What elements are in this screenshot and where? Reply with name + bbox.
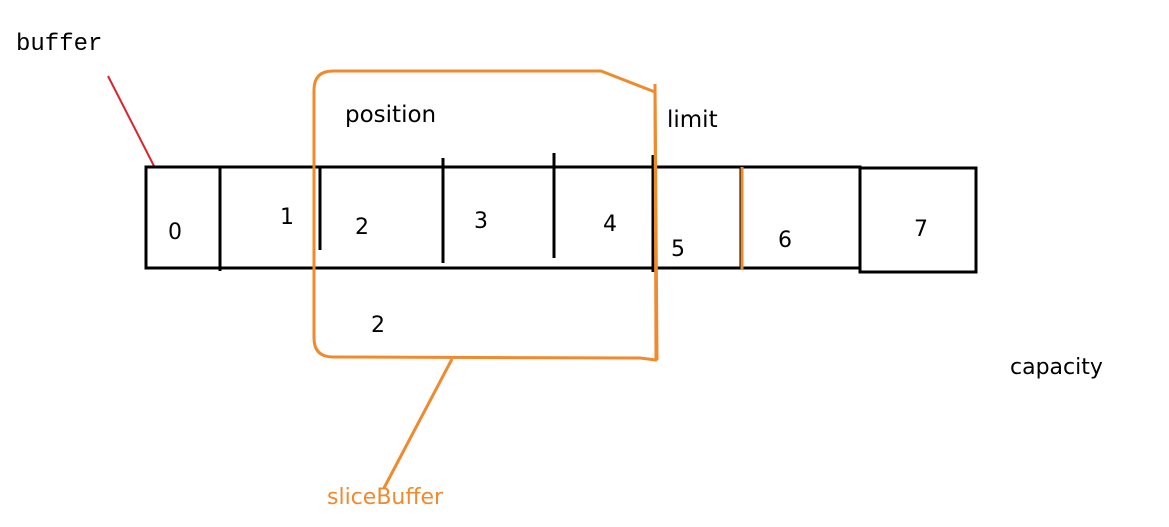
cell-label-7: 7: [914, 217, 928, 242]
buffer-array: [144, 165, 978, 274]
cell-labels: 0 1 2 3 4 5 6 7: [168, 205, 928, 262]
cell-dividers: [218, 153, 655, 272]
slice-index-label: 2: [371, 313, 385, 338]
buffer-cell-7-box: [858, 166, 978, 274]
slice-right-edge: [653, 83, 659, 361]
cell-label-5: 5: [671, 237, 685, 262]
slice-buffer-pointer-line: [382, 358, 454, 489]
capacity-label: capacity: [1010, 355, 1103, 380]
cell-label-1: 1: [280, 205, 294, 230]
limit-label: limit: [667, 107, 718, 133]
slice-buffer-label: sliceBuffer: [327, 485, 444, 510]
cell-label-2: 2: [355, 215, 369, 240]
buffer-outline-cell6: [741, 165, 862, 270]
cell-label-0: 0: [168, 220, 182, 245]
cell-label-6: 6: [778, 228, 792, 253]
buffer-outline-main: [144, 165, 655, 270]
cell-label-3: 3: [474, 209, 488, 234]
position-label: position: [345, 102, 436, 128]
slice-region: [312, 69, 744, 489]
cell-label-4: 4: [603, 212, 617, 237]
buffer-outline-tail: [653, 165, 743, 270]
buffer-pointer-line: [107, 75, 155, 167]
buffer-label: buffer: [16, 31, 102, 58]
